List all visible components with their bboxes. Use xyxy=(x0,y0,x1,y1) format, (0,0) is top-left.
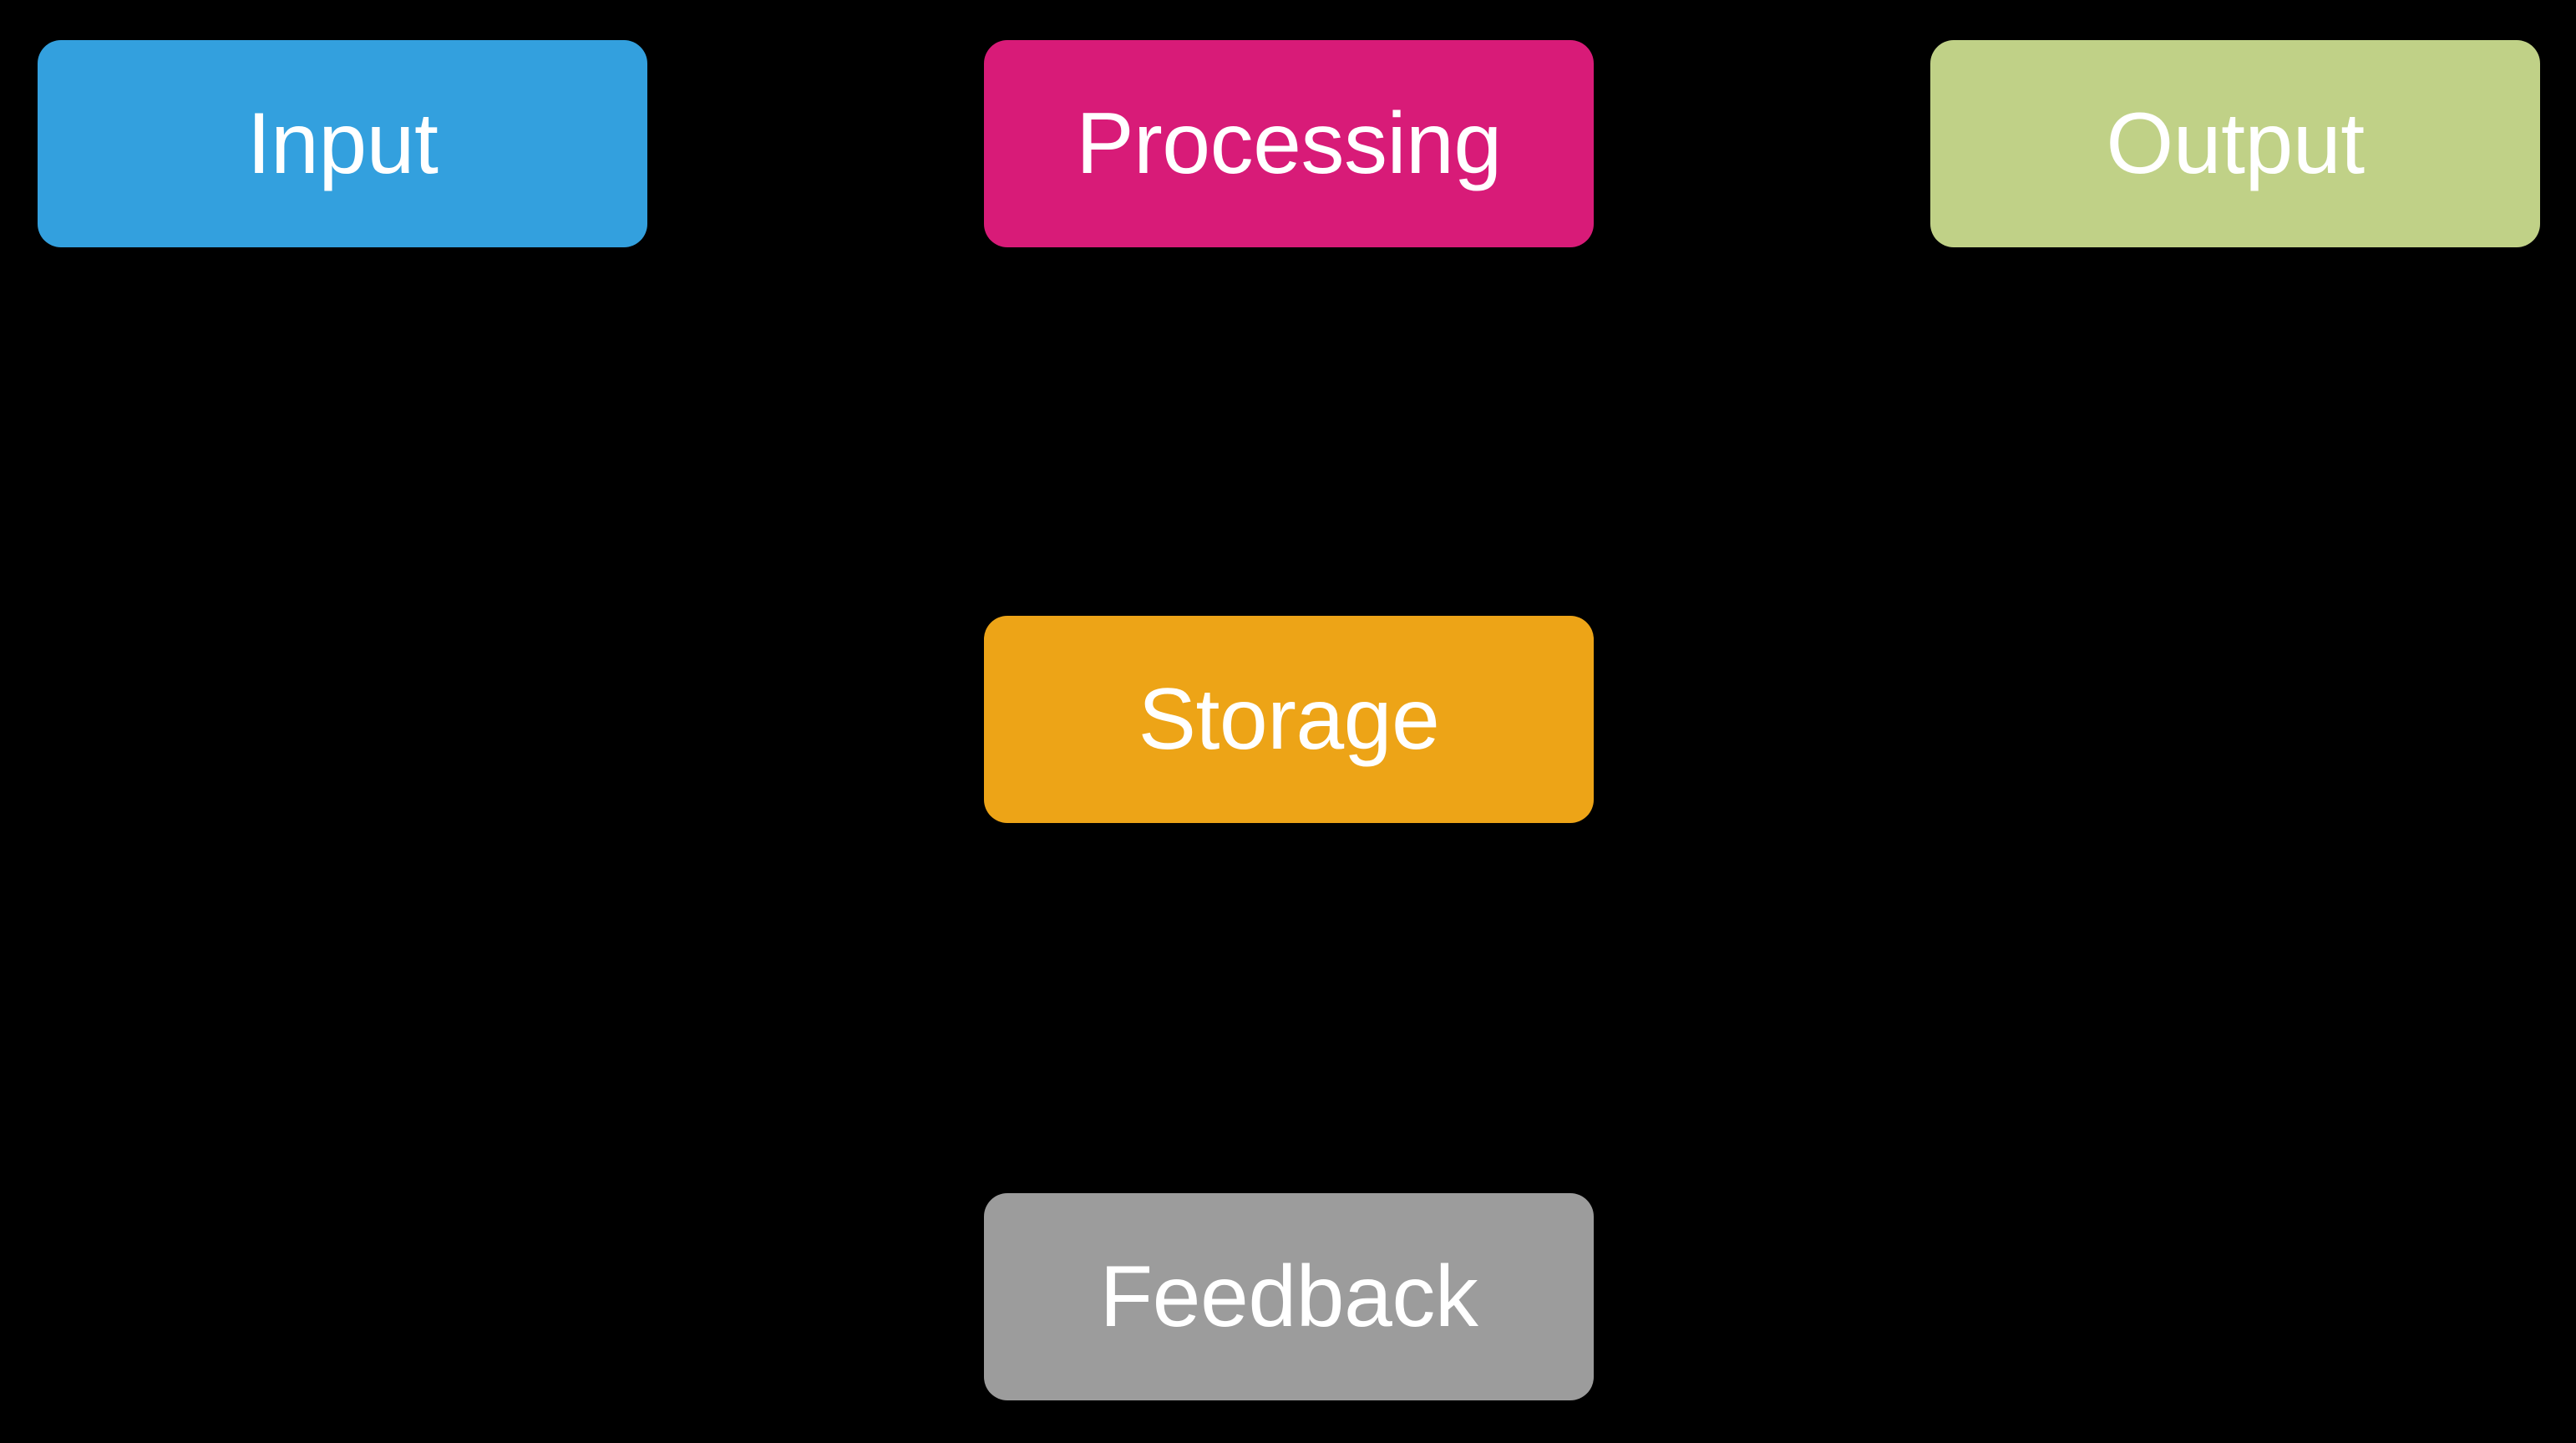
node-feedback-label: Feedback xyxy=(1099,1248,1478,1345)
node-storage-label: Storage xyxy=(1138,671,1440,768)
node-storage[interactable]: Storage xyxy=(984,616,1594,823)
node-feedback[interactable]: Feedback xyxy=(984,1193,1594,1400)
node-processing-label: Processing xyxy=(1076,95,1502,192)
node-output-label: Output xyxy=(2106,95,2365,192)
node-input-label: Input xyxy=(246,95,439,192)
node-processing[interactable]: Processing xyxy=(984,40,1594,247)
node-output[interactable]: Output xyxy=(1930,40,2540,247)
node-input[interactable]: Input xyxy=(38,40,647,247)
edge-feedback-input xyxy=(320,251,984,1299)
